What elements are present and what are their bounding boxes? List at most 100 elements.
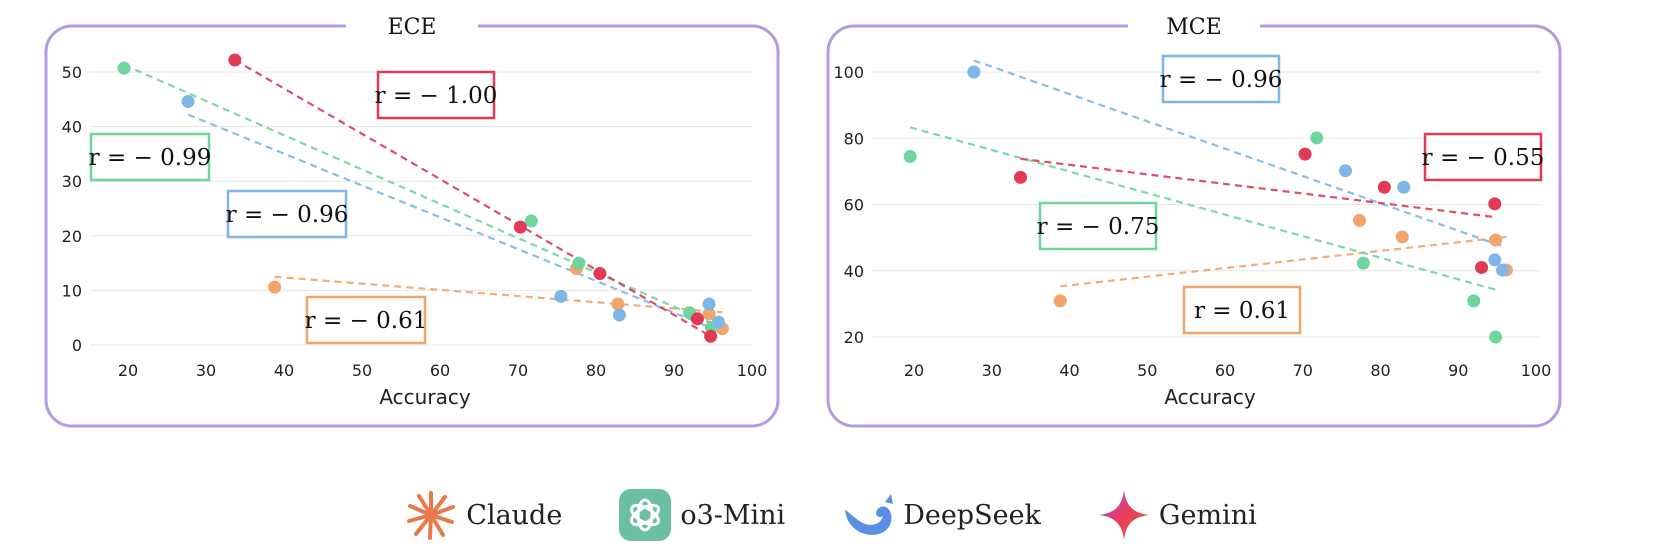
x-tick-label: 30: [196, 361, 216, 380]
point-gemini: [690, 312, 704, 326]
x-tick-label: 20: [904, 361, 924, 380]
r-label-o3-mini: r = − 0.75: [1037, 214, 1160, 240]
deepseek-whale-icon: [845, 494, 894, 535]
y-tick-label: 0: [72, 336, 82, 355]
x-tick-label: 70: [508, 361, 528, 380]
x-tick-label: 100: [1521, 361, 1552, 380]
legend: Claude o3-Mini DeepSeek: [0, 480, 1661, 550]
point-o3-mini: [1489, 330, 1503, 344]
point-claude: [1353, 213, 1367, 227]
y-tick-label: 60: [844, 196, 864, 215]
x-tick-label: 40: [274, 361, 294, 380]
claude-icon: [407, 491, 456, 540]
point-deepseek: [1339, 164, 1353, 178]
r-box-gemini: [376, 70, 496, 120]
fit-line-claude: [274, 275, 723, 314]
title-gap: [1128, 18, 1260, 34]
point-deepseek: [1488, 253, 1502, 267]
r-label-deepseek: r = − 0.96: [226, 202, 349, 228]
x-axis-label: Accuracy: [379, 385, 470, 409]
x-tick-label: 60: [1215, 361, 1235, 380]
legend-item-claude: Claude: [404, 488, 562, 542]
y-tick-label: 80: [844, 129, 864, 148]
y-tick-label: 30: [62, 172, 82, 191]
point-claude: [1489, 233, 1503, 247]
point-claude: [268, 280, 282, 294]
x-axis-label: Accuracy: [1164, 385, 1255, 409]
legend-item-deepseek: DeepSeek: [841, 488, 1041, 542]
r-box-o3-mini: [89, 132, 211, 182]
point-deepseek: [1496, 263, 1510, 277]
point-o3-mini: [1467, 294, 1481, 308]
fit-line-gemini: [1020, 157, 1495, 219]
x-tick-label: 70: [1293, 361, 1313, 380]
point-o3-mini: [903, 149, 917, 163]
point-gemini: [1475, 260, 1489, 274]
point-gemini: [704, 329, 718, 343]
point-deepseek: [181, 94, 195, 108]
r-box-gemini: [1423, 132, 1543, 182]
point-deepseek: [967, 65, 981, 79]
point-o3-mini: [524, 214, 538, 228]
point-deepseek: [612, 308, 626, 322]
legend-item-o3-mini: o3-Mini: [618, 488, 785, 542]
y-tick-label: 20: [844, 328, 864, 347]
legend-label: DeepSeek: [903, 499, 1041, 531]
r-label-claude: r = − 0.61: [305, 308, 428, 334]
r-label-o3-mini: r = − 0.99: [89, 145, 212, 171]
panel-title: MCE: [1166, 15, 1221, 40]
r-box-claude: [1182, 285, 1302, 335]
point-deepseek: [554, 289, 568, 303]
point-gemini: [593, 266, 607, 280]
point-gemini: [228, 53, 242, 67]
point-claude: [702, 307, 716, 321]
point-gemini: [1014, 170, 1028, 184]
point-deepseek: [711, 315, 725, 329]
r-label-gemini: r = − 1.00: [375, 83, 498, 109]
point-o3-mini: [1310, 131, 1324, 145]
fit-line-o3-mini: [909, 126, 1496, 291]
x-tick-label: 80: [586, 361, 606, 380]
y-tick-label: 50: [62, 63, 82, 82]
x-tick-label: 50: [1137, 361, 1157, 380]
point-o3-mini: [1356, 256, 1370, 270]
y-tick-label: 10: [62, 281, 82, 300]
x-tick-label: 90: [1448, 361, 1468, 380]
point-claude: [611, 297, 625, 311]
y-tick-label: 100: [833, 63, 864, 82]
point-deepseek: [1397, 180, 1411, 194]
point-claude: [1053, 294, 1067, 308]
point-deepseek: [702, 297, 716, 311]
legend-label: Gemini: [1158, 499, 1257, 531]
title-gap: [346, 18, 478, 34]
x-tick-label: 100: [737, 361, 768, 380]
x-tick-label: 80: [1370, 361, 1390, 380]
y-tick-label: 20: [62, 227, 82, 246]
x-tick-label: 30: [982, 361, 1002, 380]
openai-icon: [619, 489, 672, 541]
y-tick-label: 40: [62, 118, 82, 137]
r-box-o3-mini: [1038, 201, 1158, 251]
fit-line-claude: [1060, 235, 1507, 288]
fit-line-gemini: [234, 59, 712, 338]
r-box-deepseek: [226, 189, 348, 239]
point-gemini: [513, 220, 527, 234]
point-o3-mini: [572, 256, 586, 270]
legend-item-gemini: Gemini: [1097, 488, 1257, 542]
panel-title: ECE: [388, 15, 437, 40]
r-box-claude: [305, 295, 427, 345]
r-label-gemini: r = − 0.55: [1422, 145, 1545, 171]
fit-line-deepseek: [973, 59, 1503, 248]
x-tick-label: 50: [352, 361, 372, 380]
r-label-claude: r = 0.61: [1194, 298, 1290, 324]
gemini-star-icon: [1098, 490, 1149, 540]
point-gemini: [1377, 180, 1391, 194]
point-o3-mini: [117, 61, 131, 75]
x-tick-label: 20: [118, 361, 138, 380]
x-tick-label: 90: [664, 361, 684, 380]
point-gemini: [1298, 147, 1312, 161]
legend-label: Claude: [466, 499, 563, 531]
point-claude: [1395, 230, 1409, 244]
